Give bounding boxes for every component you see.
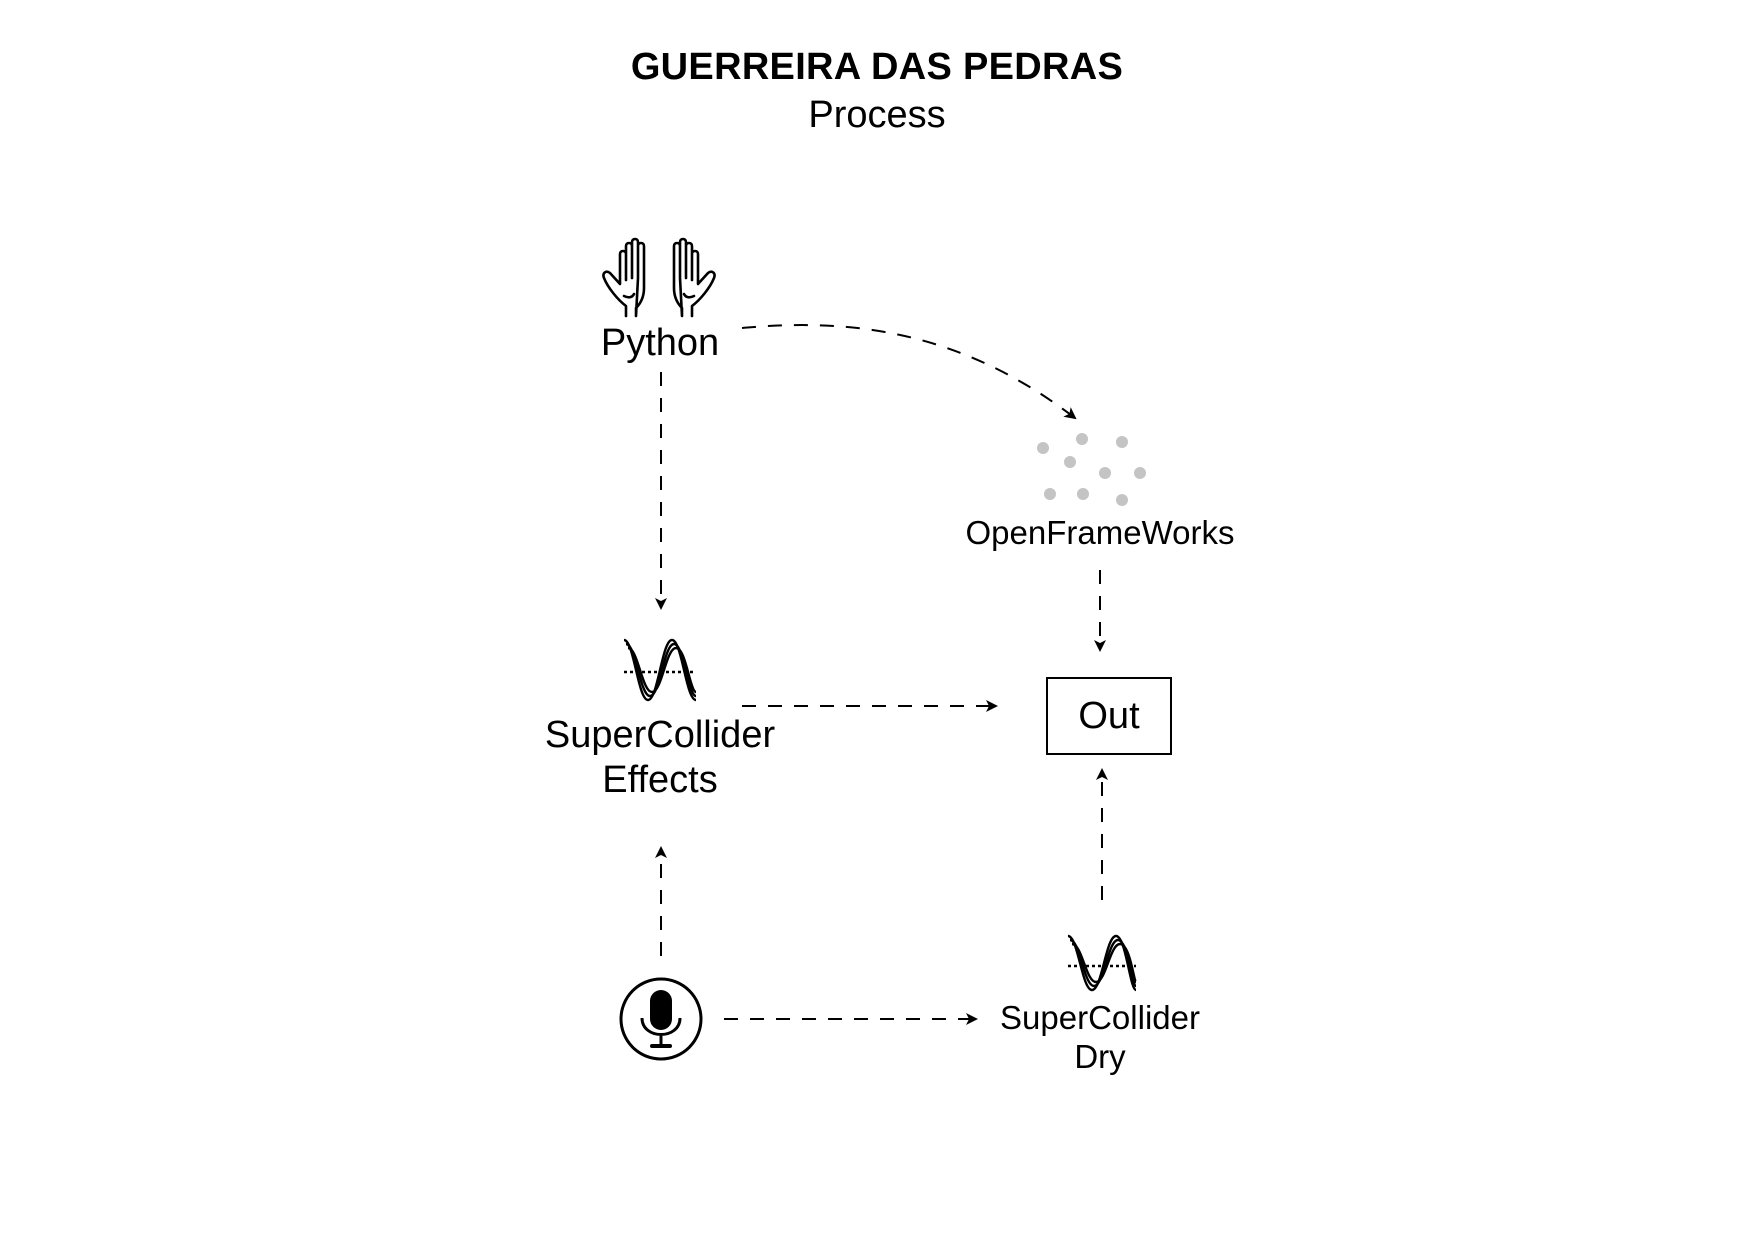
diagram-subtitle: Process — [808, 94, 946, 136]
node-sc-dry-line2: Dry — [1074, 1038, 1126, 1075]
node-sc-effects-line1: SuperCollider — [544, 714, 776, 756]
microphone-icon — [619, 977, 703, 1061]
node-sc-dry-label: SuperCollider Dry — [960, 998, 1240, 1076]
node-sc-effects-line2: Effects — [602, 759, 718, 801]
edge-python-to-openframeworks — [741, 324, 1077, 420]
node-openframeworks-label: OpenFrameWorks — [965, 514, 1235, 551]
waveform-icon — [1067, 934, 1138, 992]
node-python-label: Python — [600, 322, 720, 364]
diagram-title: GUERREIRA DAS PEDRAS — [630, 46, 1124, 88]
node-sc-dry-line1: SuperCollider — [1000, 999, 1200, 1036]
waveform-icon — [623, 638, 698, 702]
node-sc-effects-label: SuperCollider Effects — [510, 713, 810, 803]
particles-icon — [1037, 433, 1146, 506]
hands-icon — [602, 237, 716, 318]
node-out: Out — [1046, 677, 1172, 755]
node-out-label: Out — [1078, 694, 1140, 737]
